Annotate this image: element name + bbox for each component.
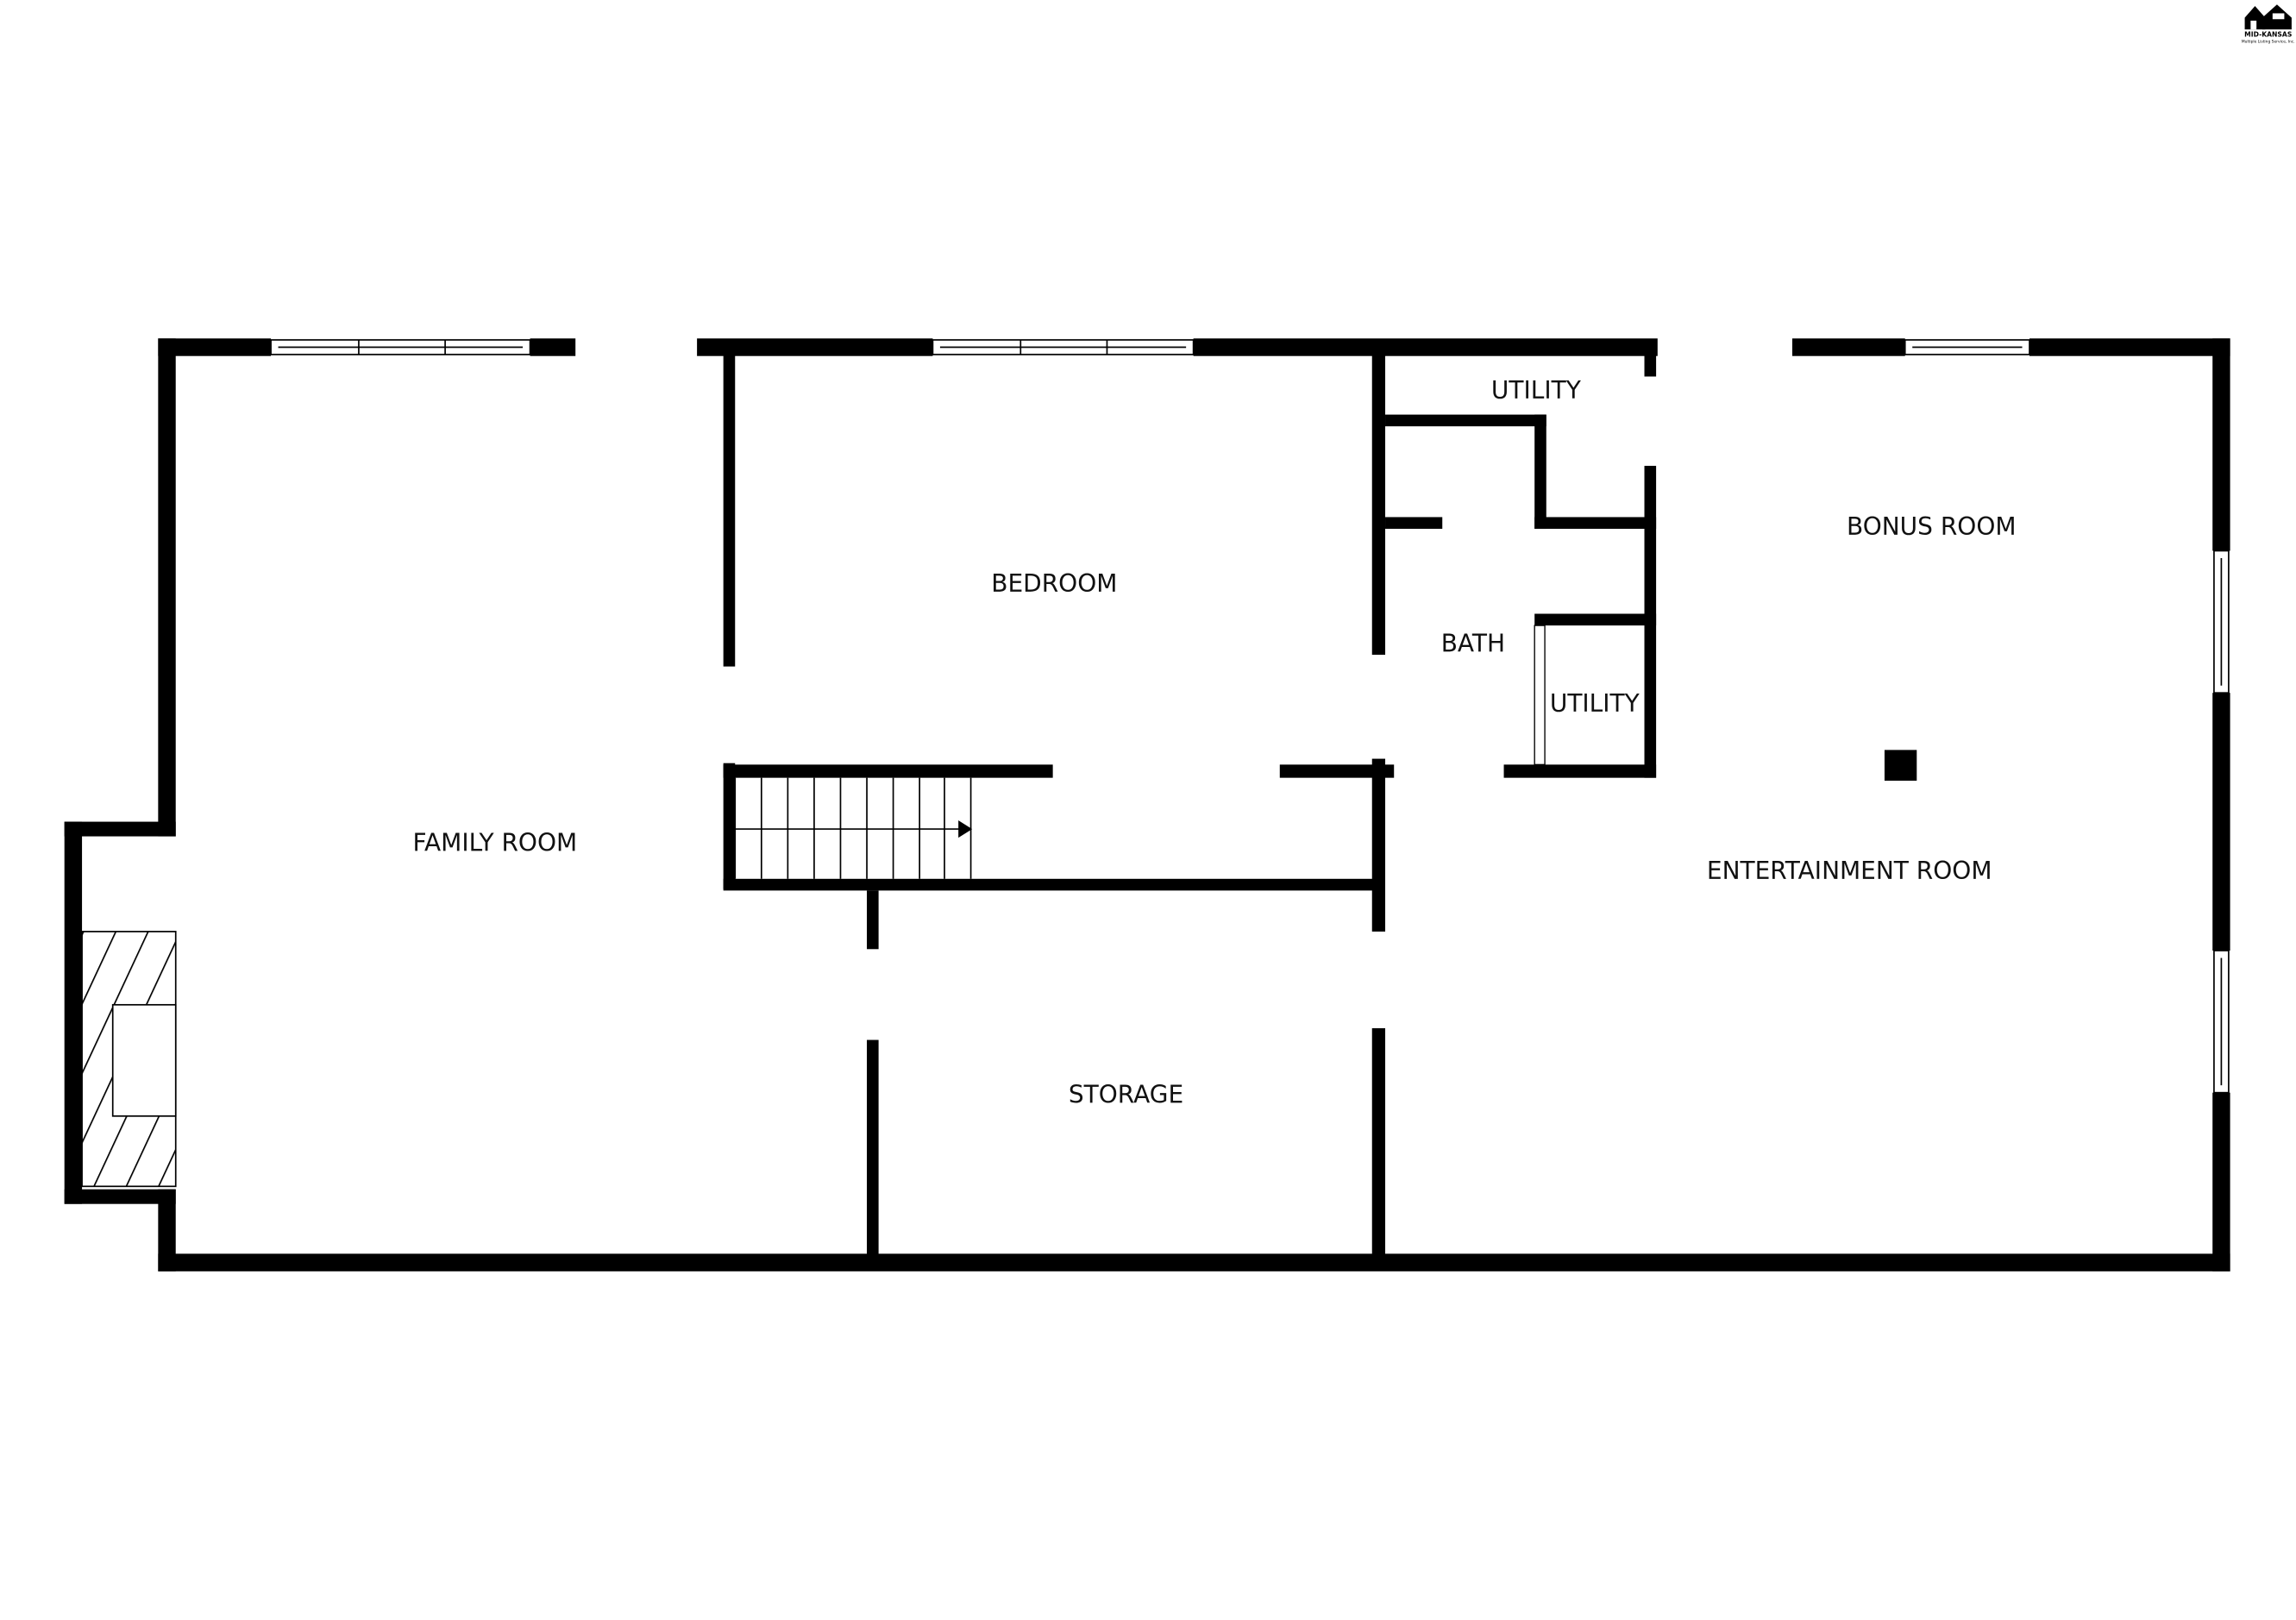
partition <box>1534 625 1546 766</box>
room-label-bath: BATH <box>1441 630 1505 658</box>
logo-name: MID-KANSAS <box>2244 31 2292 39</box>
fireplace <box>81 931 177 1188</box>
room-label-utility-small: UTILITY <box>1550 689 1640 718</box>
room-label-bonus-room: BONUS ROOM <box>1847 512 2017 541</box>
staircase <box>734 777 973 879</box>
column <box>1884 750 1917 782</box>
room-label-bedroom: BEDROOM <box>991 569 1117 598</box>
walls <box>64 338 2230 1272</box>
mid-kansas-logo: MID-KANSAS Multiple Listing Service, Inc… <box>2242 4 2295 44</box>
logo-subtitle: Multiple Listing Service, Inc. <box>2242 39 2295 44</box>
windows <box>270 339 2230 1094</box>
room-label-family-room: FAMILY ROOM <box>412 829 577 857</box>
room-label-utility: UTILITY <box>1491 376 1582 405</box>
stair-arrow-icon <box>958 820 973 838</box>
room-label-entertainment-room: ENTERTAINMENT ROOM <box>1707 857 1992 885</box>
room-label-storage: STORAGE <box>1069 1081 1183 1109</box>
